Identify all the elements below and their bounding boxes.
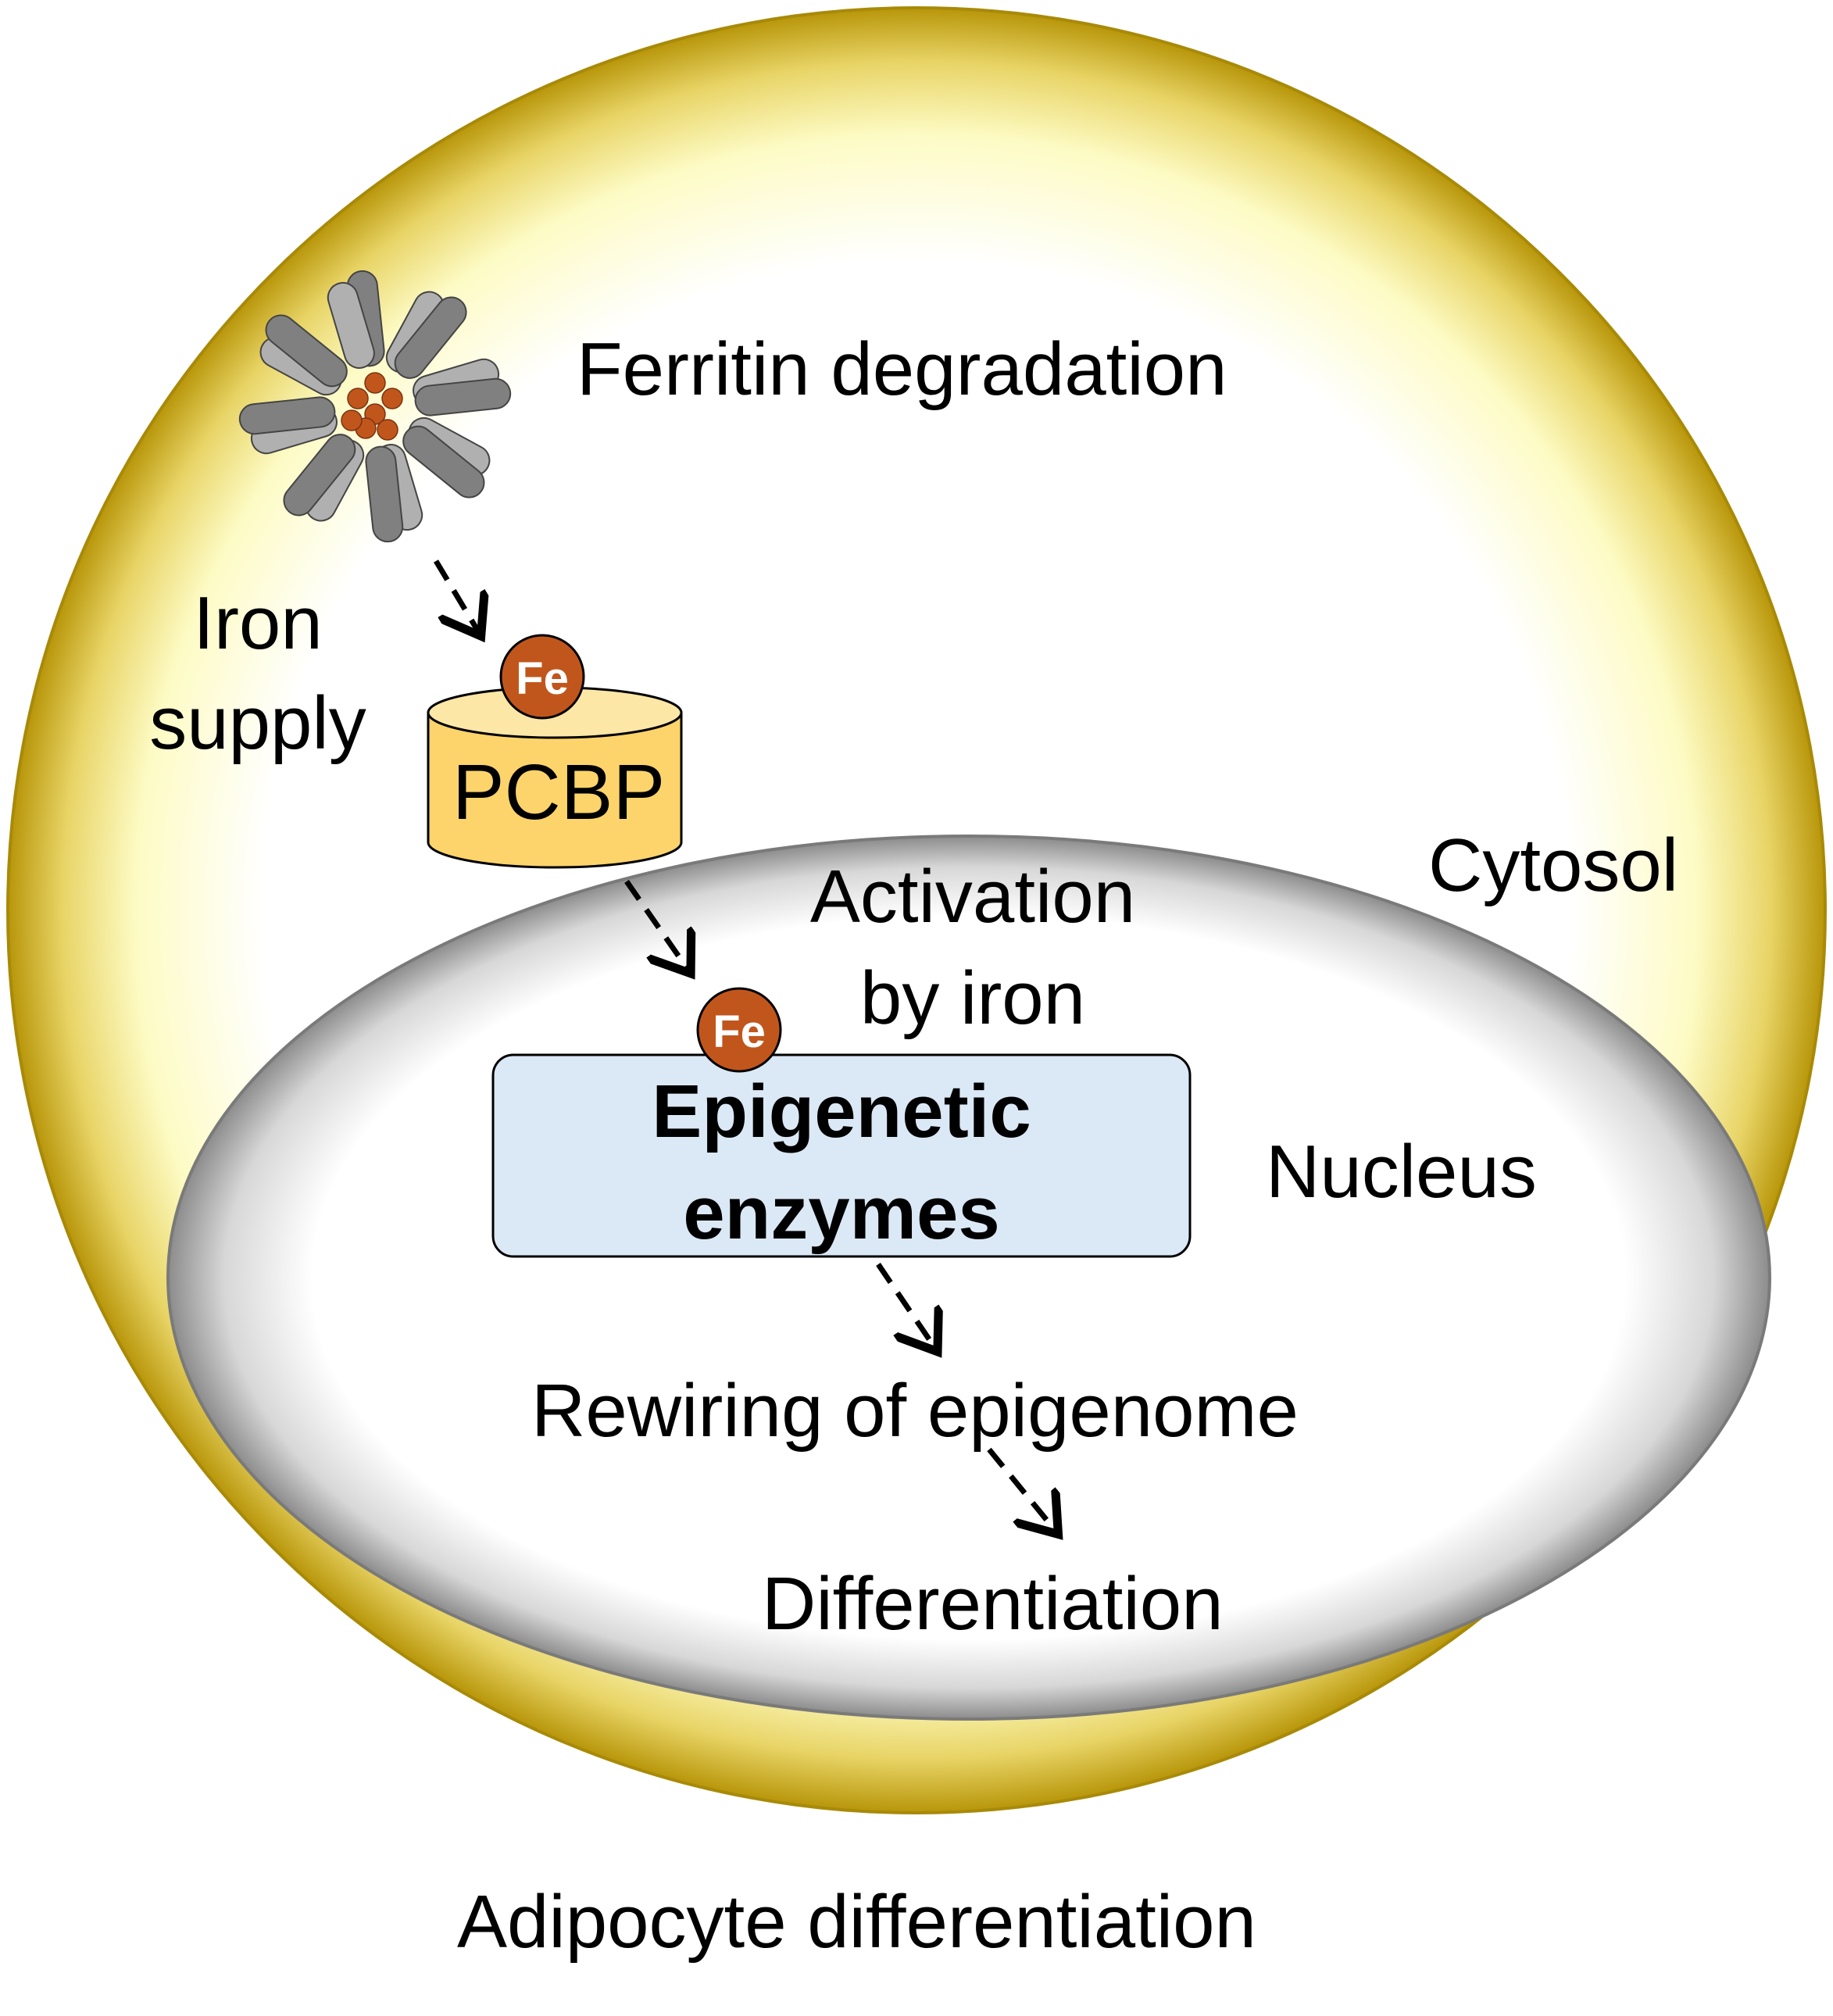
caption-label: Adipocyte differentiation	[457, 1880, 1256, 1964]
ferritin-degradation-label: Ferritin degradation	[577, 327, 1227, 411]
epigenetic-enzymes-label-line2: enzymes	[683, 1171, 1000, 1255]
epigenetic-enzymes-box	[491, 1053, 1192, 1258]
pcbp-cylinder: PCBP	[427, 686, 683, 869]
ferritin-subunit	[265, 314, 348, 388]
ferritin-icon	[238, 270, 512, 543]
fe-ion-bottom: Fe	[696, 987, 782, 1073]
fe-top-label: Fe	[516, 653, 569, 704]
iron-supply-label-line1: Iron	[193, 581, 322, 665]
fe-bottom-label: Fe	[713, 1006, 766, 1057]
arrow-rewiring-to-differentiation	[987, 1447, 1055, 1530]
activation-label-line1: Activation	[810, 855, 1135, 938]
ferritin-iron-core	[377, 419, 398, 441]
ferritin-iron-core	[381, 388, 403, 409]
arrow-enzymes-to-rewiring	[876, 1263, 934, 1347]
fe-ion-top: Fe	[499, 634, 585, 720]
ferritin-iron-core	[341, 409, 363, 431]
ferritin-subunit	[402, 425, 485, 499]
nucleus-label: Nucleus	[1266, 1130, 1537, 1214]
ferritin-subunit	[238, 396, 336, 435]
ferritin-iron-core	[364, 372, 386, 394]
arrow-ferritin-to-pcbp	[433, 559, 478, 631]
ferritin-subunit	[394, 296, 467, 379]
ferritin-subunit	[283, 434, 356, 517]
epigenetic-enzymes-label-line1: Epigenetic	[652, 1070, 1031, 1153]
arrow-pcbp-to-enzymes	[624, 879, 688, 969]
rewiring-label: Rewiring of epigenome	[531, 1369, 1299, 1453]
iron-supply-label-line2: supply	[149, 681, 366, 765]
activation-label-line2: by iron	[860, 956, 1085, 1040]
ferritin-subunit	[365, 445, 404, 543]
pcbp-label: PCBP	[452, 749, 665, 836]
ferritin-subunit	[414, 377, 512, 416]
differentiation-label: Differentiation	[762, 1562, 1224, 1646]
ferritin-subunit	[327, 281, 375, 369]
cytosol-label: Cytosol	[1428, 824, 1678, 907]
ferritin-iron-core	[347, 388, 369, 409]
